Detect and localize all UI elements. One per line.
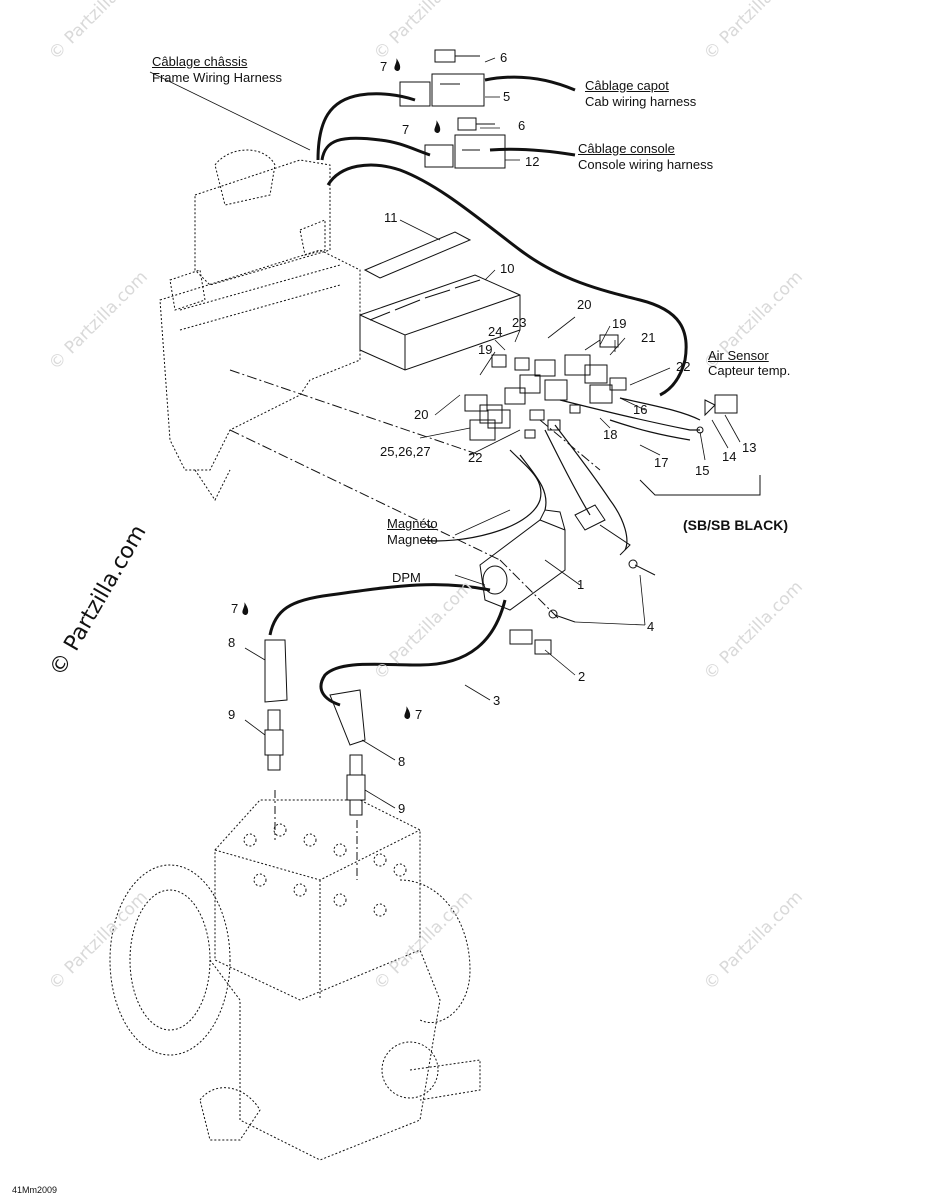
callout-8: 8 (228, 635, 236, 650)
oil-tank (159, 149, 361, 501)
callout-23: 23 (512, 315, 527, 330)
module-10 (359, 274, 521, 371)
label-magneto-fr: Magnéto (387, 516, 438, 531)
callout-11: 11 (384, 210, 398, 225)
callout-24: 24 (488, 324, 503, 339)
label-sb-black: (SB/SB BLACK) (683, 517, 788, 533)
callout-17: 17 (654, 455, 669, 470)
label-dpm: DPM (392, 570, 421, 585)
spark-plug-cap-8 (264, 639, 366, 746)
callout-7: 7 (231, 601, 239, 616)
callout-16: 16 (633, 402, 648, 417)
connector-5 (399, 73, 485, 107)
callout-7: 7 (380, 59, 388, 74)
air-sensor (696, 394, 738, 434)
label-cab-en: Cab wiring harness (585, 94, 697, 109)
callout-9: 9 (398, 801, 406, 816)
callout-22: 22 (468, 450, 483, 465)
callout-7: 7 (415, 707, 423, 722)
spark-plug-9 (264, 709, 366, 816)
callout-20: 20 (414, 407, 429, 422)
label-console-fr: Câblage console (578, 141, 675, 156)
diagram-code: 41Mm2009 (12, 1185, 58, 1195)
callout-19: 19 (478, 342, 493, 357)
decal-11 (363, 231, 472, 279)
callout-6: 6 (500, 50, 508, 65)
callout-4: 4 (647, 619, 655, 634)
label-cab-fr: Câblage capot (585, 78, 669, 93)
callout-2: 2 (578, 669, 586, 684)
callout-6: 6 (518, 118, 526, 133)
label-air-fr: Capteur temp. (708, 363, 791, 378)
callout-22: 22 (676, 359, 691, 374)
callout-19: 19 (612, 316, 627, 331)
connector-2 (509, 629, 552, 655)
connector-cluster (464, 334, 627, 441)
callout-8: 8 (398, 754, 406, 769)
callout-18: 18 (603, 427, 618, 442)
oil-drop-icons (242, 58, 441, 719)
callout-14: 14 (722, 449, 737, 464)
label-frame-en: Frame Wiring Harness (152, 70, 283, 85)
callout-1: 1 (577, 577, 585, 592)
label-console-en: Console wiring harness (578, 157, 714, 172)
frame-harness-wires (316, 92, 688, 397)
label-frame-fr: Câblage châssis (152, 54, 248, 69)
callout-3: 3 (493, 693, 501, 708)
callout-5: 5 (503, 89, 511, 104)
screws-4 (548, 559, 656, 623)
callout-7: 7 (402, 122, 410, 137)
connector-12 (424, 134, 506, 169)
ignition-coil-1 (479, 504, 631, 611)
label-air-en: Air Sensor (708, 348, 769, 363)
callout-25-26-27: 25,26,27 (380, 444, 431, 459)
plug-6 (434, 49, 495, 131)
callout-15: 15 (695, 463, 710, 478)
callout-20: 20 (577, 297, 592, 312)
callout-13: 13 (742, 440, 757, 455)
callout-21: 21 (641, 330, 656, 345)
callout-10: 10 (500, 261, 515, 276)
label-magneto-en: Magneto (387, 532, 438, 547)
callout-9: 9 (228, 707, 236, 722)
callout-12: 12 (525, 154, 540, 169)
engine (109, 799, 481, 1161)
